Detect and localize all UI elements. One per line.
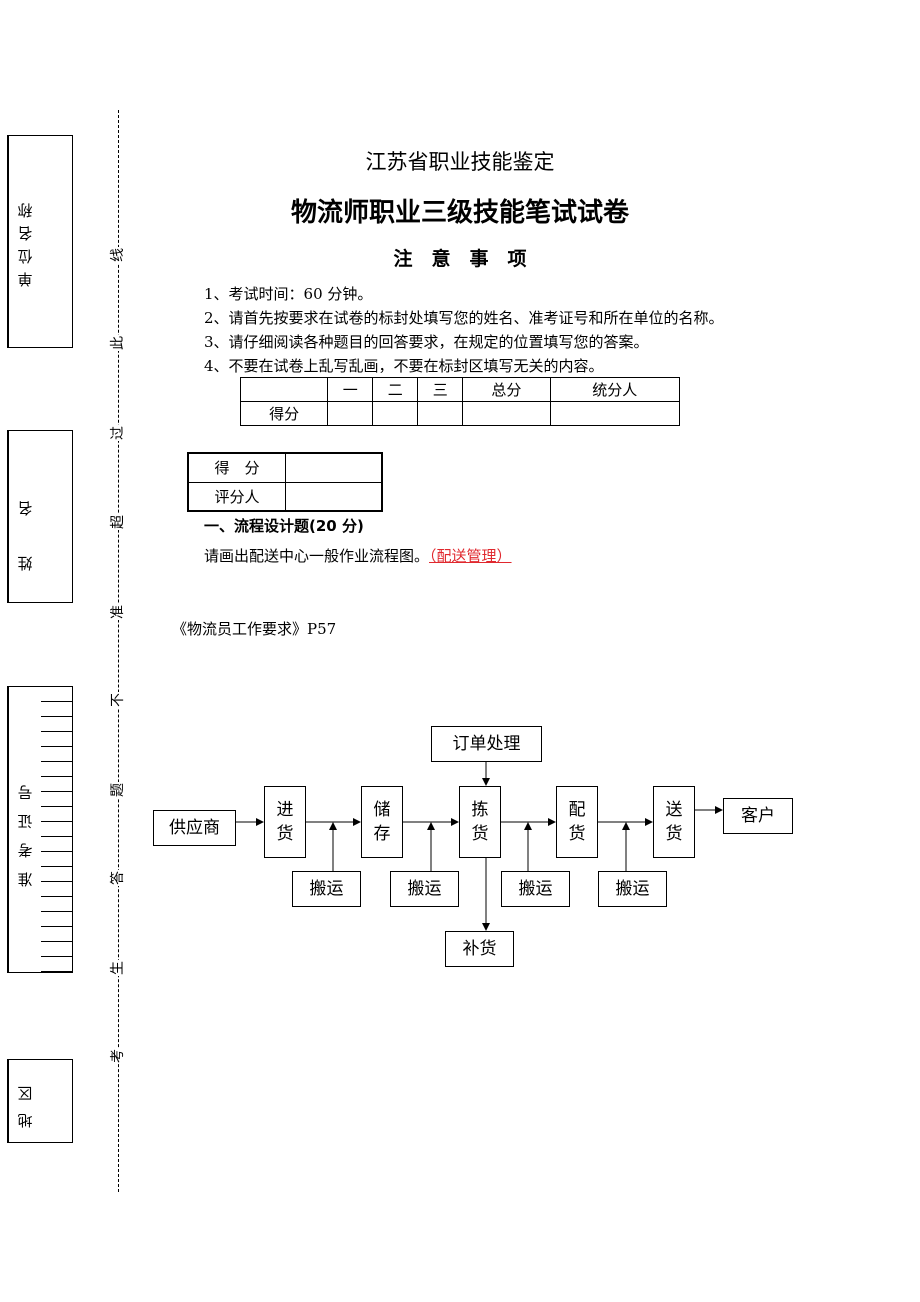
grader-score-cell[interactable] <box>285 452 383 483</box>
flow-customer: 客户 <box>723 798 793 834</box>
seal-line <box>118 110 119 1192</box>
region-box: 地区 <box>7 1059 73 1143</box>
flow-handling: 搬运 <box>390 871 459 907</box>
source-reference: 《物流员工作要求》P57 <box>172 620 337 638</box>
unit-name-box: 单位名称 <box>7 135 73 348</box>
flow-delivery: 送货 <box>653 786 695 858</box>
flow-picking: 拣货 <box>459 786 501 858</box>
org-title: 江苏省职业技能鉴定 <box>365 150 555 174</box>
flow-handling: 搬运 <box>501 871 570 907</box>
score-cell[interactable] <box>549 401 681 426</box>
prompt-reference: （配送管理） <box>429 547 512 565</box>
flow-replenish: 补货 <box>445 931 514 967</box>
flow-handling: 搬运 <box>598 871 667 907</box>
flow-inbound: 进货 <box>264 786 306 858</box>
name-box: 姓名 <box>7 430 73 603</box>
grader-score-label: 得 分 <box>187 452 286 483</box>
prompt-text: 请画出配送中心一般作业流程图。 <box>204 547 430 565</box>
question-prompt: 请画出配送中心一般作业流程图。（配送管理） <box>204 545 512 566</box>
score-table: 一 二 三 总分 统分人 得分 <box>239 377 681 426</box>
score-header: 二 <box>372 377 419 402</box>
notice-2: 2、请首先按要求在试卷的标封处填写您的姓名、准考证号和所在单位的名称。 <box>204 309 724 327</box>
score-row-label: 得分 <box>239 401 329 426</box>
exam-id-cells[interactable] <box>41 687 73 972</box>
score-header: 总分 <box>462 377 551 402</box>
flow-order-processing: 订单处理 <box>431 726 542 762</box>
notice-4: 4、不要在试卷上乱写乱画，不要在标封区填写无关的内容。 <box>204 357 604 375</box>
notice-3: 3、请仔细阅读各种题目的回答要求，在规定的位置填写您的答案。 <box>204 333 649 351</box>
flow-handling: 搬运 <box>292 871 361 907</box>
notice-heading: 注 意 事 项 <box>393 248 527 270</box>
grader-name-cell[interactable] <box>285 481 383 512</box>
flow-distribution: 配货 <box>556 786 598 858</box>
notice-1: 1、考试时间：60 分钟。 <box>204 285 373 303</box>
flow-storage: 储存 <box>361 786 403 858</box>
section-title: 一、流程设计题(20 分) <box>204 517 364 535</box>
score-header <box>239 377 329 402</box>
grader-box: 得 分 评分人 <box>187 452 383 512</box>
score-header: 一 <box>327 377 374 402</box>
grader-name-label: 评分人 <box>187 481 286 512</box>
score-header: 三 <box>417 377 464 402</box>
exam-id-box: 准考证号 <box>7 686 73 973</box>
exam-title: 物流师职业三级技能笔试试卷 <box>290 198 629 228</box>
flow-supplier: 供应商 <box>153 810 236 846</box>
